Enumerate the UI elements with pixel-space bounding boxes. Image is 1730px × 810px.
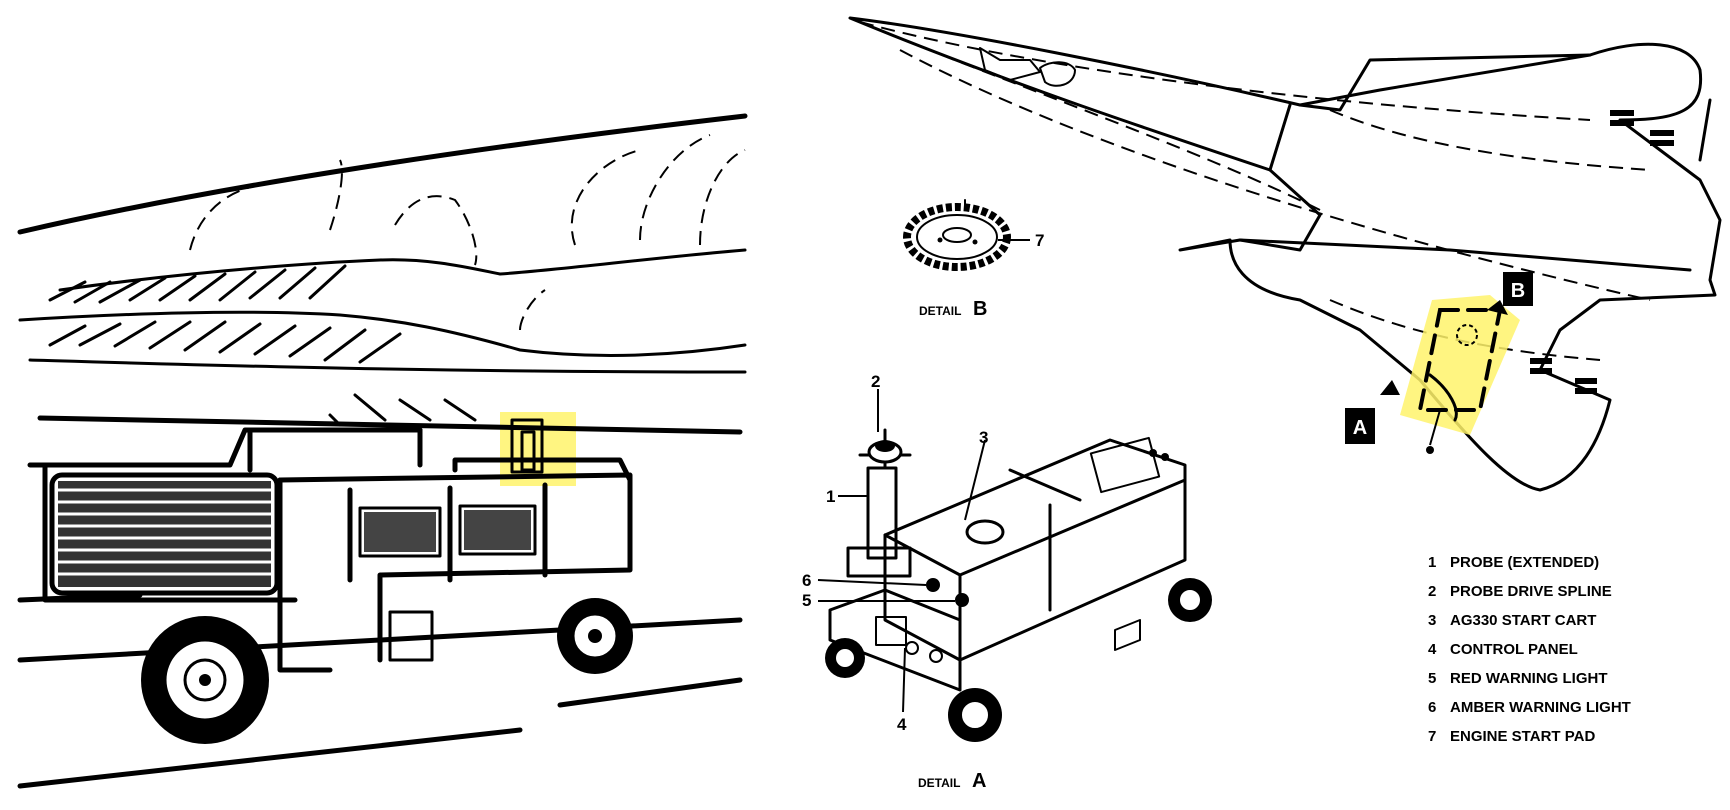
legend-num-6: 6 [1428,699,1436,716]
callout-7: 7 [1035,231,1044,250]
hatch-marks [48,264,402,364]
legend-num-4: 4 [1428,641,1437,658]
callout-1: 1 [826,487,835,506]
cart-rear-wheel [557,598,633,674]
legend-num-3: 3 [1428,612,1436,629]
probe-area-highlight [1400,295,1520,435]
detail-b-start-pad: 7 DETAIL B [903,199,1044,320]
detail-a-letter: A [972,770,986,792]
view-marker-a: A [1345,408,1375,444]
legend-text-5: RED WARNING LIGHT [1450,670,1608,687]
aircraft-upper-contour [17,113,748,235]
cart-front-wheel [141,616,269,744]
legend-text-3: AG330 START CART [1450,612,1596,629]
probe-closeup [510,418,544,474]
legend-num-7: 7 [1428,728,1436,745]
legend-num-5: 5 [1428,670,1436,687]
legend-text-2: PROBE DRIVE SPLINE [1450,583,1612,600]
control-panel [875,616,907,646]
amber-warning-light [926,578,940,592]
legend-text-7: ENGINE START PAD [1450,728,1595,745]
svg-text:B: B [1511,280,1525,302]
left-closeup-illustration [17,113,748,789]
detail-b-word: DETAIL [919,304,961,318]
red-warning-light [955,593,969,607]
callout-4: 4 [897,715,907,734]
callout-6: 6 [802,571,811,590]
callout-5: 5 [802,591,811,610]
svg-text:A: A [1353,417,1367,439]
probe-extended [866,466,898,560]
callout-2: 2 [871,372,880,391]
view-marker-b: B [1503,272,1533,306]
detail-b-letter: B [973,298,987,320]
legend-num-1: 1 [1428,554,1436,571]
detail-a-word: DETAIL [918,776,960,790]
legend: 1 PROBE (EXTENDED) 2 PROBE DRIVE SPLINE … [1428,554,1631,745]
legend-text-4: CONTROL PANEL [1450,641,1578,658]
detail-a-start-cart: 1 2 3 4 5 6 DETAIL A [802,372,1212,792]
legend-num-2: 2 [1428,583,1436,600]
cart-side-grille [58,481,271,587]
callout-3: 3 [979,428,988,447]
legend-text-6: AMBER WARNING LIGHT [1450,699,1631,716]
legend-text-1: PROBE (EXTENDED) [1450,554,1599,571]
aircraft-planform [848,16,1722,492]
